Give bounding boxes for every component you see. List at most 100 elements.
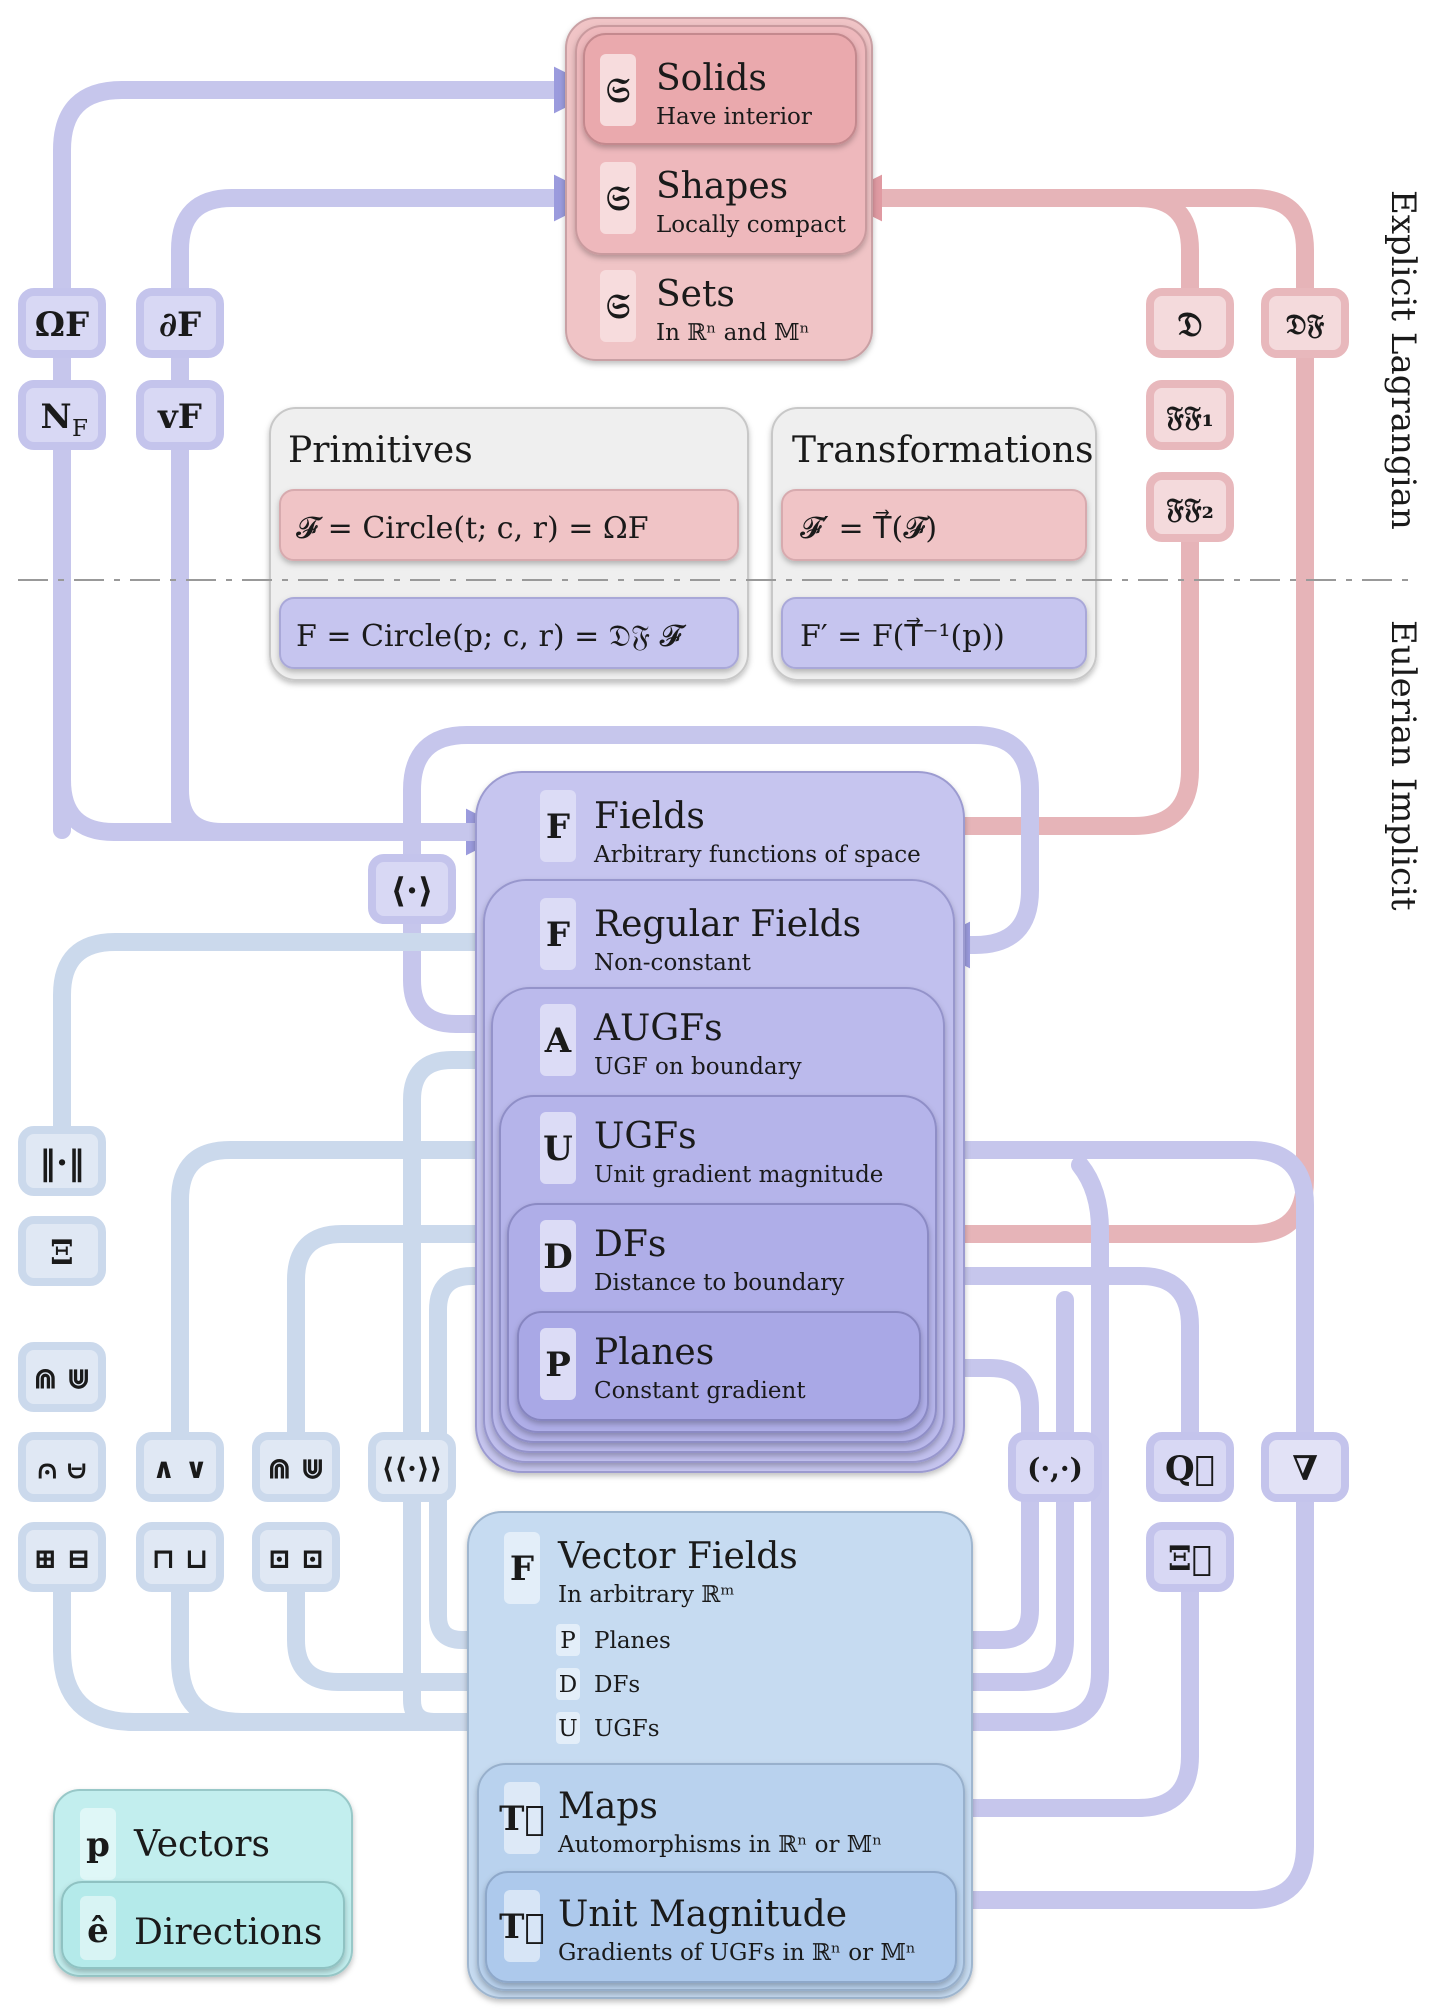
frak-df-operator[interactable]: 𝔇𝔉 — [1261, 288, 1349, 358]
eulerian-implicit-label: Eulerian Implicit — [1383, 620, 1423, 911]
union-a-operator[interactable]: ⩀ ⩁ — [18, 1432, 106, 1502]
directions-icon: ê — [87, 1911, 109, 1951]
blend-round-operator[interactable]: ⋒ ⋓ — [18, 1342, 106, 1412]
round-set-a-operator[interactable]: ⋒ ⋓ — [252, 1432, 340, 1502]
fields-subtitle: Arbitrary functions of space — [593, 842, 921, 868]
line-ops-col4-to-dfs2 — [429, 1252, 547, 1489]
fields-icon: F — [546, 807, 570, 847]
nabla-operator[interactable]: ∇ — [1261, 1432, 1349, 1502]
svg-text:𝔉𝔉₁: 𝔉𝔉₁ — [1166, 400, 1214, 433]
ugfs-icon: U — [543, 1129, 573, 1169]
svg-text:⋒ ⋓: ⋒ ⋓ — [34, 1362, 91, 1395]
svg-text:⩀ ⩁: ⩀ ⩁ — [38, 1452, 87, 1485]
dfs-subtitle: Distance to boundary — [594, 1270, 844, 1296]
svg-text:Ξ: Ξ — [50, 1233, 74, 1273]
svg-text:D: D — [559, 1672, 577, 1698]
xi-vec-operator[interactable]: Ξ⃗ — [1146, 1522, 1234, 1592]
line-norm-to-regular — [53, 918, 547, 1139]
line-df-shapes — [1131, 189, 1314, 309]
maps-icon: T⃗ — [499, 1799, 545, 1839]
vf-item-dfs[interactable]: D DFs — [556, 1668, 640, 1700]
ugfs-subtitle: Unit gradient magnitude — [594, 1162, 883, 1188]
svg-text:⟨⟨·⟩⟩: ⟨⟨·⟩⟩ — [382, 1452, 443, 1485]
vector-fields-subtitle: In arbitrary ℝᵐ — [558, 1582, 734, 1608]
legend-directions: ê Directions — [80, 1896, 322, 1960]
solids-node[interactable]: 𝔖 Solids Have interior — [600, 54, 812, 130]
cap-cup-operator[interactable]: ⊓ ⊔ — [136, 1522, 224, 1592]
augfs-subtitle: UGF on boundary — [594, 1054, 802, 1080]
svg-text:vF: vF — [157, 397, 202, 437]
svg-text:Ξ⃗: Ξ⃗ — [1168, 1539, 1212, 1579]
pair-operator[interactable]: (·,·) — [1008, 1432, 1102, 1502]
frak-d-operator[interactable]: 𝔇 — [1146, 288, 1234, 358]
eulerian-left-operators: ‖·‖ Ξ ⋒ ⋓ ⩀ ⩁ ⊞ ⊟ ∧ ∨ ⊓ ⊔ ⋒ ⋓ — [18, 1126, 456, 1592]
explicit-lagrangian-label: Explicit Lagrangian — [1383, 190, 1423, 530]
sets-node[interactable]: 𝔖 Sets In ℝⁿ and 𝕄ⁿ — [600, 270, 810, 346]
union-b-operator[interactable]: ⊞ ⊟ — [18, 1522, 106, 1592]
double-brace-operator[interactable]: ⟨⟨·⟩⟩ — [368, 1432, 456, 1502]
fields-title: Fields — [594, 796, 705, 837]
planes-node[interactable]: P Planes Constant gradient — [540, 1328, 806, 1404]
shapes-subtitle: Locally compact — [656, 212, 847, 238]
shapes-node[interactable]: 𝔖 Shapes Locally compact — [600, 162, 847, 238]
line-shapes-to-d — [831, 174, 1199, 309]
frak-ff2-operator[interactable]: 𝔉𝔉₂ — [1146, 472, 1234, 542]
line-xi-to-maps — [917, 1581, 1199, 1832]
line-omega-to-fields — [53, 751, 517, 856]
xi-operator[interactable]: Ξ — [18, 1216, 106, 1286]
unit-magnitude-node[interactable]: T⃗ Unit Magnitude Gradients of UGFs in ℝ… — [499, 1890, 916, 1966]
round-set-b-operator[interactable]: ⊡ ⊡ — [252, 1522, 340, 1592]
dfs-node[interactable]: D DFs Distance to boundary — [540, 1220, 844, 1296]
transformations-lagrangian-formula: 𝓕′ = T⃗(𝓕) — [800, 510, 937, 546]
svg-text:⊞ ⊟: ⊞ ⊟ — [34, 1542, 91, 1575]
brace-operator[interactable]: ⟨·⟩ — [368, 854, 456, 924]
augfs-node[interactable]: A AUGFs UGF on boundary — [540, 1004, 802, 1080]
svg-text:DFs: DFs — [594, 1672, 640, 1698]
svg-text:ΩF: ΩF — [35, 305, 89, 345]
omega-f-operator[interactable]: ΩF — [18, 288, 106, 358]
line-omega-to-solids — [53, 66, 605, 839]
line-ugfs-to-vf-ugfs — [881, 1156, 1109, 1746]
line-brace-loop — [403, 726, 1039, 969]
primitives-title: Primitives — [288, 430, 473, 471]
line-dfs-to-vf-dfs — [881, 1291, 1074, 1706]
regular-fields-node[interactable]: F Regular Fields Non-constant — [540, 898, 861, 976]
primitives-eulerian-formula: F = Circle(p; c, r) = 𝔇𝔉 𝓕 — [296, 619, 687, 654]
line-ops-col3-down — [287, 1561, 544, 1706]
vf-item-ugfs[interactable]: U UGFs — [556, 1712, 660, 1744]
unit-magnitude-icon: T⃗ — [499, 1907, 545, 1947]
fields-node[interactable]: F Fields Arbitrary functions of space — [540, 790, 921, 868]
line-brace-to-augfs — [403, 911, 547, 1048]
vector-fields-node[interactable]: F Vector Fields In arbitrary ℝᵐ — [504, 1532, 798, 1608]
transformations-eulerian-formula: F′ = F(T⃗⁻¹(p)) — [800, 618, 1005, 654]
maps-node[interactable]: T⃗ Maps Automorphisms in ℝⁿ or 𝕄ⁿ — [499, 1782, 882, 1858]
line-ops-col1 — [53, 1561, 544, 1746]
line-pair-to-vf-planes — [881, 1481, 1039, 1664]
norm-operator[interactable]: ‖·‖ — [18, 1126, 106, 1196]
svg-text:UGFs: UGFs — [594, 1716, 660, 1742]
frak-ff1-operator[interactable]: 𝔉𝔉₁ — [1146, 380, 1234, 450]
ugfs-node[interactable]: U UGFs Unit gradient magnitude — [540, 1112, 883, 1188]
vector-fields-title: Vector Fields — [557, 1536, 798, 1577]
primitives-lagrangian-formula: 𝓕 = Circle(t; c, r) = ΩF — [296, 511, 649, 546]
augfs-icon: A — [544, 1021, 572, 1061]
partial-f-operator[interactable]: ∂F — [136, 288, 224, 358]
n-f-operator[interactable]: N F — [18, 380, 106, 450]
transformations-panel: Transformations 𝓕′ = T⃗(𝓕) F′ = F(T⃗⁻¹(p… — [771, 407, 1097, 681]
line-ff2-to-fields — [899, 511, 1199, 850]
line-partial-to-fields — [171, 751, 517, 841]
q-operator[interactable]: Q⃗ — [1146, 1432, 1234, 1502]
wedge-vee-operator[interactable]: ∧ ∨ — [136, 1432, 224, 1502]
primitives-panel: Primitives 𝓕 = Circle(t; c, r) = ΩF F = … — [269, 407, 749, 681]
svg-text:P: P — [560, 1628, 575, 1654]
transformations-title: Transformations — [792, 430, 1093, 471]
ugfs-title: UGFs — [594, 1116, 697, 1157]
maps-title: Maps — [558, 1786, 658, 1827]
vf-item-planes[interactable]: P Planes — [556, 1624, 671, 1656]
line-partial-to-shapes — [171, 174, 605, 829]
svg-text:‖·‖: ‖·‖ — [39, 1143, 85, 1183]
dfs-title: DFs — [594, 1224, 666, 1265]
v-f-operator[interactable]: vF — [136, 380, 224, 450]
legend: p Vectors ê Directions — [53, 1789, 353, 1977]
